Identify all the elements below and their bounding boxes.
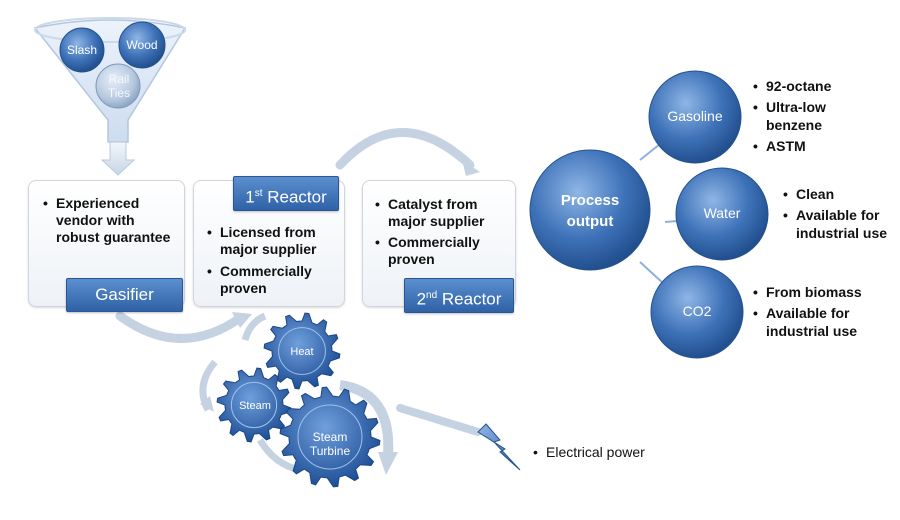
gear-heat-hub: [278, 327, 326, 375]
reactor2-label-text: Reactor: [437, 289, 502, 309]
arrow-reactor1-to-reactor2: [335, 128, 475, 170]
gasoline-bullet-3: ASTM: [752, 137, 882, 155]
gear-heat: [263, 312, 341, 390]
input-label-wood: Wood: [126, 38, 158, 52]
reactor2-label-sup: nd: [426, 290, 438, 301]
gasifier-bullet: Experienced vendor with robust guarantee: [42, 195, 177, 246]
flow-arrow-turbine: [339, 380, 394, 456]
gear-steam-hub: [230, 381, 278, 429]
reactor1-label: 1st Reactor: [233, 176, 339, 211]
reactor1-bullet-1: Licensed from major supplier: [206, 224, 336, 258]
output-circle-gasoline: [648, 70, 742, 164]
gear-label-heat: Heat: [290, 346, 314, 358]
water-bullet-2: Available for industrial use: [782, 206, 897, 242]
reactor2-bullet-2: Commercially proven: [374, 234, 509, 268]
gasoline-bullet-1: 92-octane: [752, 77, 882, 95]
gasoline-bullet-2: Ultra-low benzene: [752, 98, 882, 134]
flow-arrow-turbine-head: [378, 452, 398, 475]
reactor2-bullet-1: Catalyst from major supplier: [374, 196, 509, 230]
gear-label-steam: Steam: [239, 400, 271, 412]
co2-bullets: From biomass Available for industrial us…: [752, 283, 882, 340]
water-bullet-1: Clean: [782, 185, 897, 203]
output-circle-water: [675, 167, 769, 261]
co2-bullet-1: From biomass: [752, 283, 882, 301]
lightning-bolt-icon: [477, 423, 521, 471]
process-output-label: Process output: [560, 192, 620, 230]
reactor1-label-sup: st: [254, 188, 263, 199]
gear-cluster: [199, 312, 398, 488]
reactor1-label-text: Reactor: [262, 187, 327, 207]
input-ball-wood: [118, 21, 166, 69]
funnel-group: [33, 17, 187, 176]
power-bullets: Electrical power: [532, 444, 682, 461]
output-label-co2: CO2: [682, 303, 712, 319]
output-label-gasoline: Gasoline: [667, 108, 723, 124]
gasifier-label: Gasifier: [66, 278, 183, 312]
reactor1-bullet-2: Commercially proven: [206, 263, 336, 297]
reactor1-bullets: Licensed from major supplier Commerciall…: [206, 224, 336, 297]
funnel-rim: [34, 17, 186, 43]
gear-steam: [216, 367, 292, 443]
output-label-water: Water: [703, 205, 741, 221]
input-label-slash: Slash: [66, 43, 98, 57]
input-ball-slash: [59, 27, 105, 73]
arrow-gasifier-to-reactor1-head: [232, 312, 252, 328]
co2-bullet-2: Available for industrial use: [752, 304, 882, 340]
gear-steam-shape: [216, 367, 292, 443]
gasifier-bullets: Experienced vendor with robust guarantee: [42, 195, 177, 246]
input-ball-rail-ties: [95, 63, 141, 109]
gear-label-steam-turbine: Steam Turbine: [309, 430, 351, 458]
reactor1-label-num: 1: [245, 187, 255, 207]
gear-steam-turbine: [279, 386, 381, 488]
water-bullets: Clean Available for industrial use: [782, 185, 897, 242]
arrow-reactor1-to-reactor2-head: [462, 160, 480, 176]
gear-turbine-hub: [297, 404, 363, 470]
output-circle-co2: [650, 265, 744, 359]
process-output-circle: [529, 149, 651, 271]
arrow-gasifier-to-reactor1: [115, 311, 245, 343]
gear-turbine-shape: [279, 386, 381, 488]
power-arrow-line: [396, 404, 482, 436]
input-label-rail-ties: Rail Ties: [107, 72, 131, 100]
reactor2-label: 2nd Reactor: [404, 278, 514, 313]
funnel-down-arrow: [100, 141, 136, 176]
reactor2-label-num: 2: [416, 289, 427, 309]
reactor2-bullets: Catalyst from major supplier Commerciall…: [374, 196, 509, 268]
flow-arrow-left-head: [200, 396, 214, 412]
gasifier-label-text: Gasifier: [95, 285, 154, 304]
power-bullet: Electrical power: [532, 444, 682, 461]
flow-arrow-top: [241, 312, 267, 342]
gear-heat-shape: [263, 312, 341, 390]
gasoline-bullets: 92-octane Ultra-low benzene ASTM: [752, 77, 882, 155]
